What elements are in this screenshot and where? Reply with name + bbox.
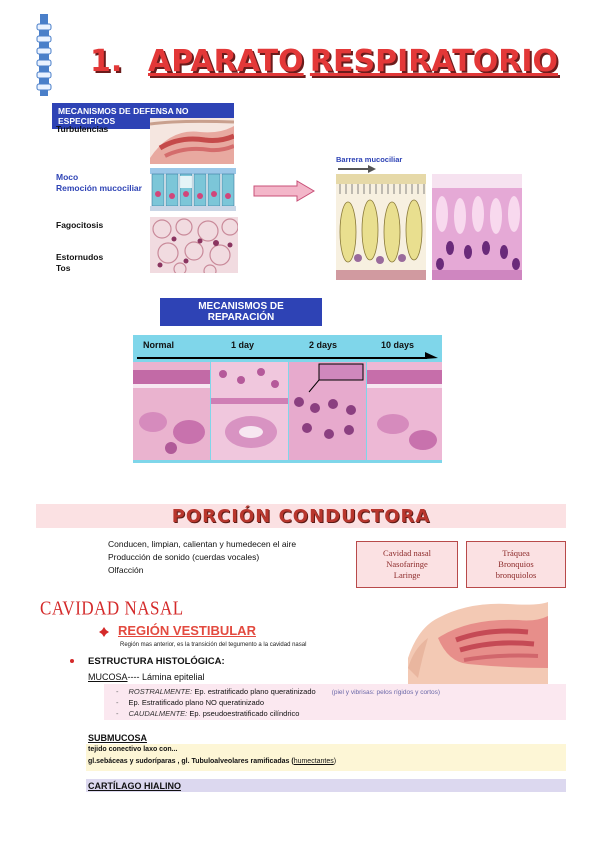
upper-airway-box: Cavidad nasal Nasofaringe Laringe bbox=[356, 541, 458, 588]
row-text: Ep. Estratificado plano NO queratinizado bbox=[128, 698, 265, 707]
row-text: Ep. estratificado plano queratinizado bbox=[192, 687, 316, 696]
mucosa-label: MUCOSA bbox=[88, 672, 128, 682]
mucosa-box: -ROSTRALMENTE: Ep. estratificado plano q… bbox=[104, 684, 566, 720]
submucosa-close: ) bbox=[333, 758, 337, 765]
timeline-label-10days: 10 days bbox=[381, 340, 415, 350]
mucosa-row: -ROSTRALMENTE: Ep. estratificado plano q… bbox=[116, 687, 440, 696]
cartilago-bar bbox=[86, 779, 566, 792]
vertebra-column-icon bbox=[36, 14, 52, 96]
timeline-arrow-icon bbox=[137, 352, 438, 359]
box-item: Laringe bbox=[393, 570, 421, 580]
defense-header: MECANISMOS DE DEFENSA NO ESPECIFICOS bbox=[52, 103, 234, 129]
nasal-section-image bbox=[150, 118, 234, 164]
title-word-2: RESPIRATORIO bbox=[309, 44, 558, 79]
row-dash: - bbox=[116, 698, 119, 707]
mucociliary-barrier-image bbox=[336, 174, 426, 280]
mucosa-row: -Ep. Estratificado plano NO queratinizad… bbox=[116, 698, 264, 707]
phagocytosis-image bbox=[150, 217, 238, 273]
label-estornudos: Estornudos bbox=[56, 252, 104, 262]
label-turbulencias: Turbulencias bbox=[56, 124, 109, 134]
submucosa-box: tejido conectivo laxo con... gl.sebáceas… bbox=[86, 744, 566, 771]
submucosa-row: tejido conectivo laxo con... bbox=[88, 746, 178, 753]
row-dash: - bbox=[116, 709, 119, 718]
label-tos: Tos bbox=[56, 263, 71, 273]
submucosa-humectantes: humectantes bbox=[293, 758, 334, 765]
function-item: Conducen, limpian, calientan y humedecen… bbox=[108, 539, 297, 549]
diamond-bullet-icon bbox=[99, 627, 109, 637]
region-vestibular-title: REGIÓN VESTIBULAR bbox=[118, 623, 256, 638]
row-note: (piel y vibrisas: pelos rígidos y cortos… bbox=[331, 689, 441, 696]
label-remocion: Remoción mucociliar bbox=[56, 183, 142, 193]
repair-image-2days bbox=[289, 362, 366, 460]
cavidad-nasal-title: CAVIDAD NASAL bbox=[40, 597, 184, 619]
box-item: Cavidad nasal bbox=[383, 548, 431, 558]
region-vestibular-label: REGIÓN VESTIBULAR bbox=[118, 623, 256, 638]
lower-airway-box: Tráquea Bronquios bronquiolos bbox=[466, 541, 566, 588]
arrow-right-icon bbox=[253, 180, 315, 202]
mucosa-rest: ---- Lámina epitelial bbox=[127, 672, 205, 682]
function-item: Producción de sonido (cuerdas vocales) bbox=[108, 552, 260, 562]
repair-header: MECANISMOS DE REPARACIÓN bbox=[160, 298, 322, 326]
page-title: APARATO RESPIRATORIO bbox=[148, 44, 558, 79]
box-item: Tráquea bbox=[502, 548, 530, 558]
repair-image-normal bbox=[133, 362, 210, 460]
timeline-label-1day: 1 day bbox=[231, 340, 255, 350]
timeline-label-normal: Normal bbox=[143, 340, 175, 350]
nasal-cavity-anatomy-image bbox=[408, 598, 548, 688]
row-dash: - bbox=[116, 687, 119, 696]
timeline-label-2days: 2 days bbox=[309, 340, 338, 350]
mucosa-row: -CAUDALMENTE: Ep. pseudoestratificado ci… bbox=[116, 709, 299, 718]
row-prefix: ROSTRALMENTE: bbox=[128, 687, 193, 696]
repair-image-10days bbox=[367, 362, 442, 460]
porcion-title: PORCIÓN CONDUCTORA bbox=[171, 505, 431, 527]
cartilago-title: CARTÍLAGO HIALINO bbox=[88, 781, 181, 791]
arrow-right-small-icon bbox=[338, 165, 376, 173]
submucosa-row: gl.sebáceas y sudoríparas , gl. Tubuloal… bbox=[88, 758, 336, 765]
submucosa-text: gl.sebáceas y sudoríparas , gl. Tubuloal… bbox=[88, 758, 294, 765]
functions-list: Conducen, limpian, calientan y humedecen… bbox=[108, 538, 296, 577]
box-item: Bronquios bbox=[498, 559, 534, 569]
mucosa-line: MUCOSA---- Lámina epitelial bbox=[88, 672, 205, 682]
repair-timeline: Normal 1 day 2 days 10 days bbox=[133, 335, 442, 463]
title-word-1: APARATO bbox=[148, 44, 304, 79]
submucosa-title: SUBMUCOSA bbox=[88, 733, 148, 743]
row-prefix: CAUDALMENTE: bbox=[128, 709, 188, 718]
box-item: bronquiolos bbox=[495, 570, 537, 580]
porcion-conductora-banner: PORCIÓN CONDUCTORA bbox=[36, 504, 566, 528]
region-description: Región mas anterior, es la transición de… bbox=[120, 642, 307, 648]
label-fagocitosis: Fagocitosis bbox=[56, 220, 104, 230]
function-item: Olfacción bbox=[108, 565, 144, 575]
bullet-icon bbox=[70, 659, 74, 663]
box-item: Nasofaringe bbox=[386, 559, 428, 569]
title-number: 1. bbox=[90, 44, 123, 79]
estructura-title: ESTRUCTURA HISTOLÓGICA: bbox=[88, 656, 225, 667]
barrera-label: Barrera mucociliar bbox=[336, 155, 403, 164]
row-text: Ep. pseudoestratificado cilíndrico bbox=[187, 709, 300, 718]
label-moco: Moco bbox=[56, 172, 79, 182]
ciliated-cells-image bbox=[150, 166, 236, 211]
histology-epithelium-image bbox=[432, 174, 522, 280]
repair-image-1day bbox=[211, 362, 288, 460]
